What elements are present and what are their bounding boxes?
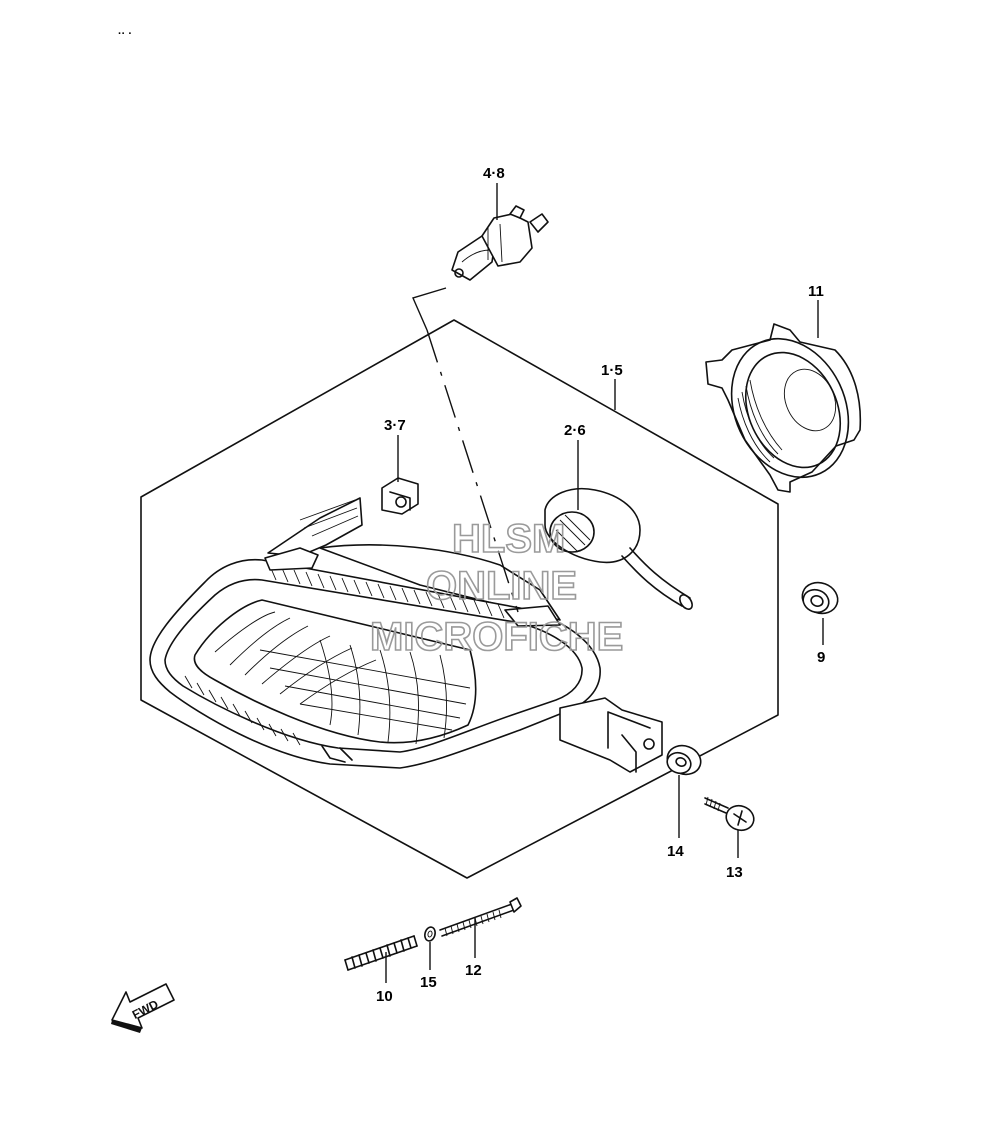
callout-11: 11 xyxy=(808,283,824,300)
callout-3-7: 3·7 xyxy=(384,417,406,434)
callout-9: 9 xyxy=(817,649,825,666)
corner-mark: ·· · xyxy=(118,28,132,40)
leader-lines xyxy=(385,183,824,983)
callout-10: 10 xyxy=(376,988,393,1005)
callout-13: 13 xyxy=(726,864,743,881)
grommet-14-part[interactable] xyxy=(663,741,705,779)
bulb-insertion-line xyxy=(412,287,447,331)
washer-part[interactable] xyxy=(423,926,436,942)
clip-part[interactable] xyxy=(381,477,419,515)
bulb-part[interactable] xyxy=(451,205,549,281)
spring-part[interactable] xyxy=(344,935,418,971)
callout-4-8: 4·8 xyxy=(483,165,505,182)
fwd-arrow: FWD xyxy=(111,983,175,1033)
reflector-lines xyxy=(214,611,471,745)
callout-12: 12 xyxy=(465,962,482,979)
headlamp-housing[interactable] xyxy=(149,497,663,773)
callout-2-6: 2·6 xyxy=(564,422,586,439)
grommet-part[interactable] xyxy=(798,578,842,619)
callout-14: 14 xyxy=(667,843,684,860)
fwd-arrow-label: FWD xyxy=(130,997,161,1022)
callout-15: 15 xyxy=(420,974,437,991)
socket-part[interactable] xyxy=(544,487,695,612)
screw-part[interactable] xyxy=(704,796,757,834)
adjusting-screw-part[interactable] xyxy=(439,897,522,937)
dust-cover-part[interactable] xyxy=(705,320,870,497)
rim-hatching xyxy=(184,565,505,746)
bulb-axis-dashes xyxy=(426,329,519,613)
watermark: HLSM ONLINE MICROFICHE xyxy=(369,516,624,660)
assembly-outline xyxy=(140,319,779,879)
callout-1-5: 1·5 xyxy=(601,362,623,379)
watermark-line-2: ONLINE xyxy=(426,564,577,608)
callout-labels: 4·8 11 1·5 3·7 2·6 9 14 13 12 15 10 xyxy=(376,165,825,1005)
watermark-line-1: HLSM xyxy=(452,517,565,561)
watermark-line-3: MICROFICHE xyxy=(370,615,623,659)
